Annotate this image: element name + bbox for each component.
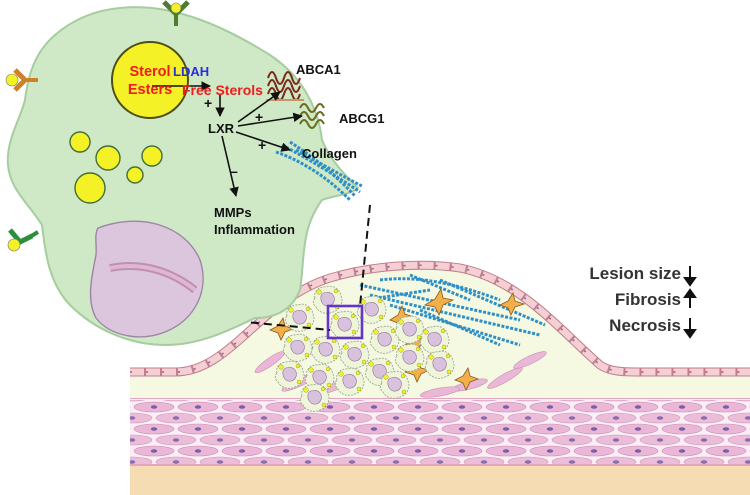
collagen-label: Collagen	[302, 146, 357, 161]
inflammation-label: Inflammation	[214, 222, 295, 237]
lipid-droplet	[69, 131, 91, 153]
lxr-to-mmps-arrow	[221, 135, 239, 197]
receptor-icon	[162, 0, 190, 26]
nucleus-fold-inner	[109, 264, 197, 292]
smooth-muscle-cells-offset	[130, 400, 750, 464]
plus-sign: +	[255, 109, 263, 125]
mmps-label: MMPs	[214, 205, 252, 220]
outcome-lesion-size: Lesion size	[589, 264, 697, 287]
outcome-label: Fibrosis	[615, 290, 681, 309]
lxr-to-abcg1-arrow	[237, 112, 303, 127]
highlight-box	[326, 304, 364, 340]
plus-sign: +	[258, 137, 266, 153]
lxr-label: LXR	[208, 121, 235, 136]
pathway-arrows	[152, 81, 303, 197]
abcg1-transporter-icon	[299, 103, 325, 129]
ldah-label: LDAH	[173, 64, 209, 79]
lxr-to-abca1-arrow	[237, 91, 281, 123]
minus-sign: –	[230, 163, 238, 179]
abca1-label: ABCA1	[296, 62, 341, 77]
sterol-label-line2: Esters	[128, 82, 172, 98]
lipid-droplet	[95, 145, 121, 171]
sterol-ester-droplet	[111, 41, 189, 119]
adventitia-layer	[130, 466, 750, 495]
outcome-label: Necrosis	[609, 316, 681, 335]
receptor-icon	[5, 68, 38, 92]
lipid-droplet	[141, 145, 163, 167]
abcg1-label: ABCG1	[339, 111, 385, 126]
collagen-icon	[275, 140, 363, 202]
macrophage-cell: Sterol Esters LDAH Free Sterols + LXR + …	[5, 0, 385, 347]
lxr-to-collagen-arrow	[235, 131, 291, 152]
outcome-fibrosis: Fibrosis	[615, 288, 697, 309]
sterol-label-line1: Sterol	[129, 64, 170, 80]
lipid-droplet	[126, 166, 144, 184]
outcome-label: Lesion size	[589, 264, 681, 283]
plus-sign: +	[204, 95, 212, 111]
arrow-up-icon	[683, 288, 697, 308]
receptor-icon	[7, 228, 40, 252]
outcome-panel: Lesion size Fibrosis Necrosis	[589, 264, 697, 339]
plaque-collagen-fibers	[359, 273, 546, 347]
free-sterols-label: Free Sterols	[182, 82, 263, 98]
endothelial-cells	[130, 261, 750, 376]
lipid-droplet	[74, 172, 106, 204]
nucleus	[89, 220, 204, 338]
arrow-down-icon	[683, 266, 697, 287]
arrow-down-icon	[683, 318, 697, 339]
outcome-necrosis: Necrosis	[609, 316, 697, 339]
